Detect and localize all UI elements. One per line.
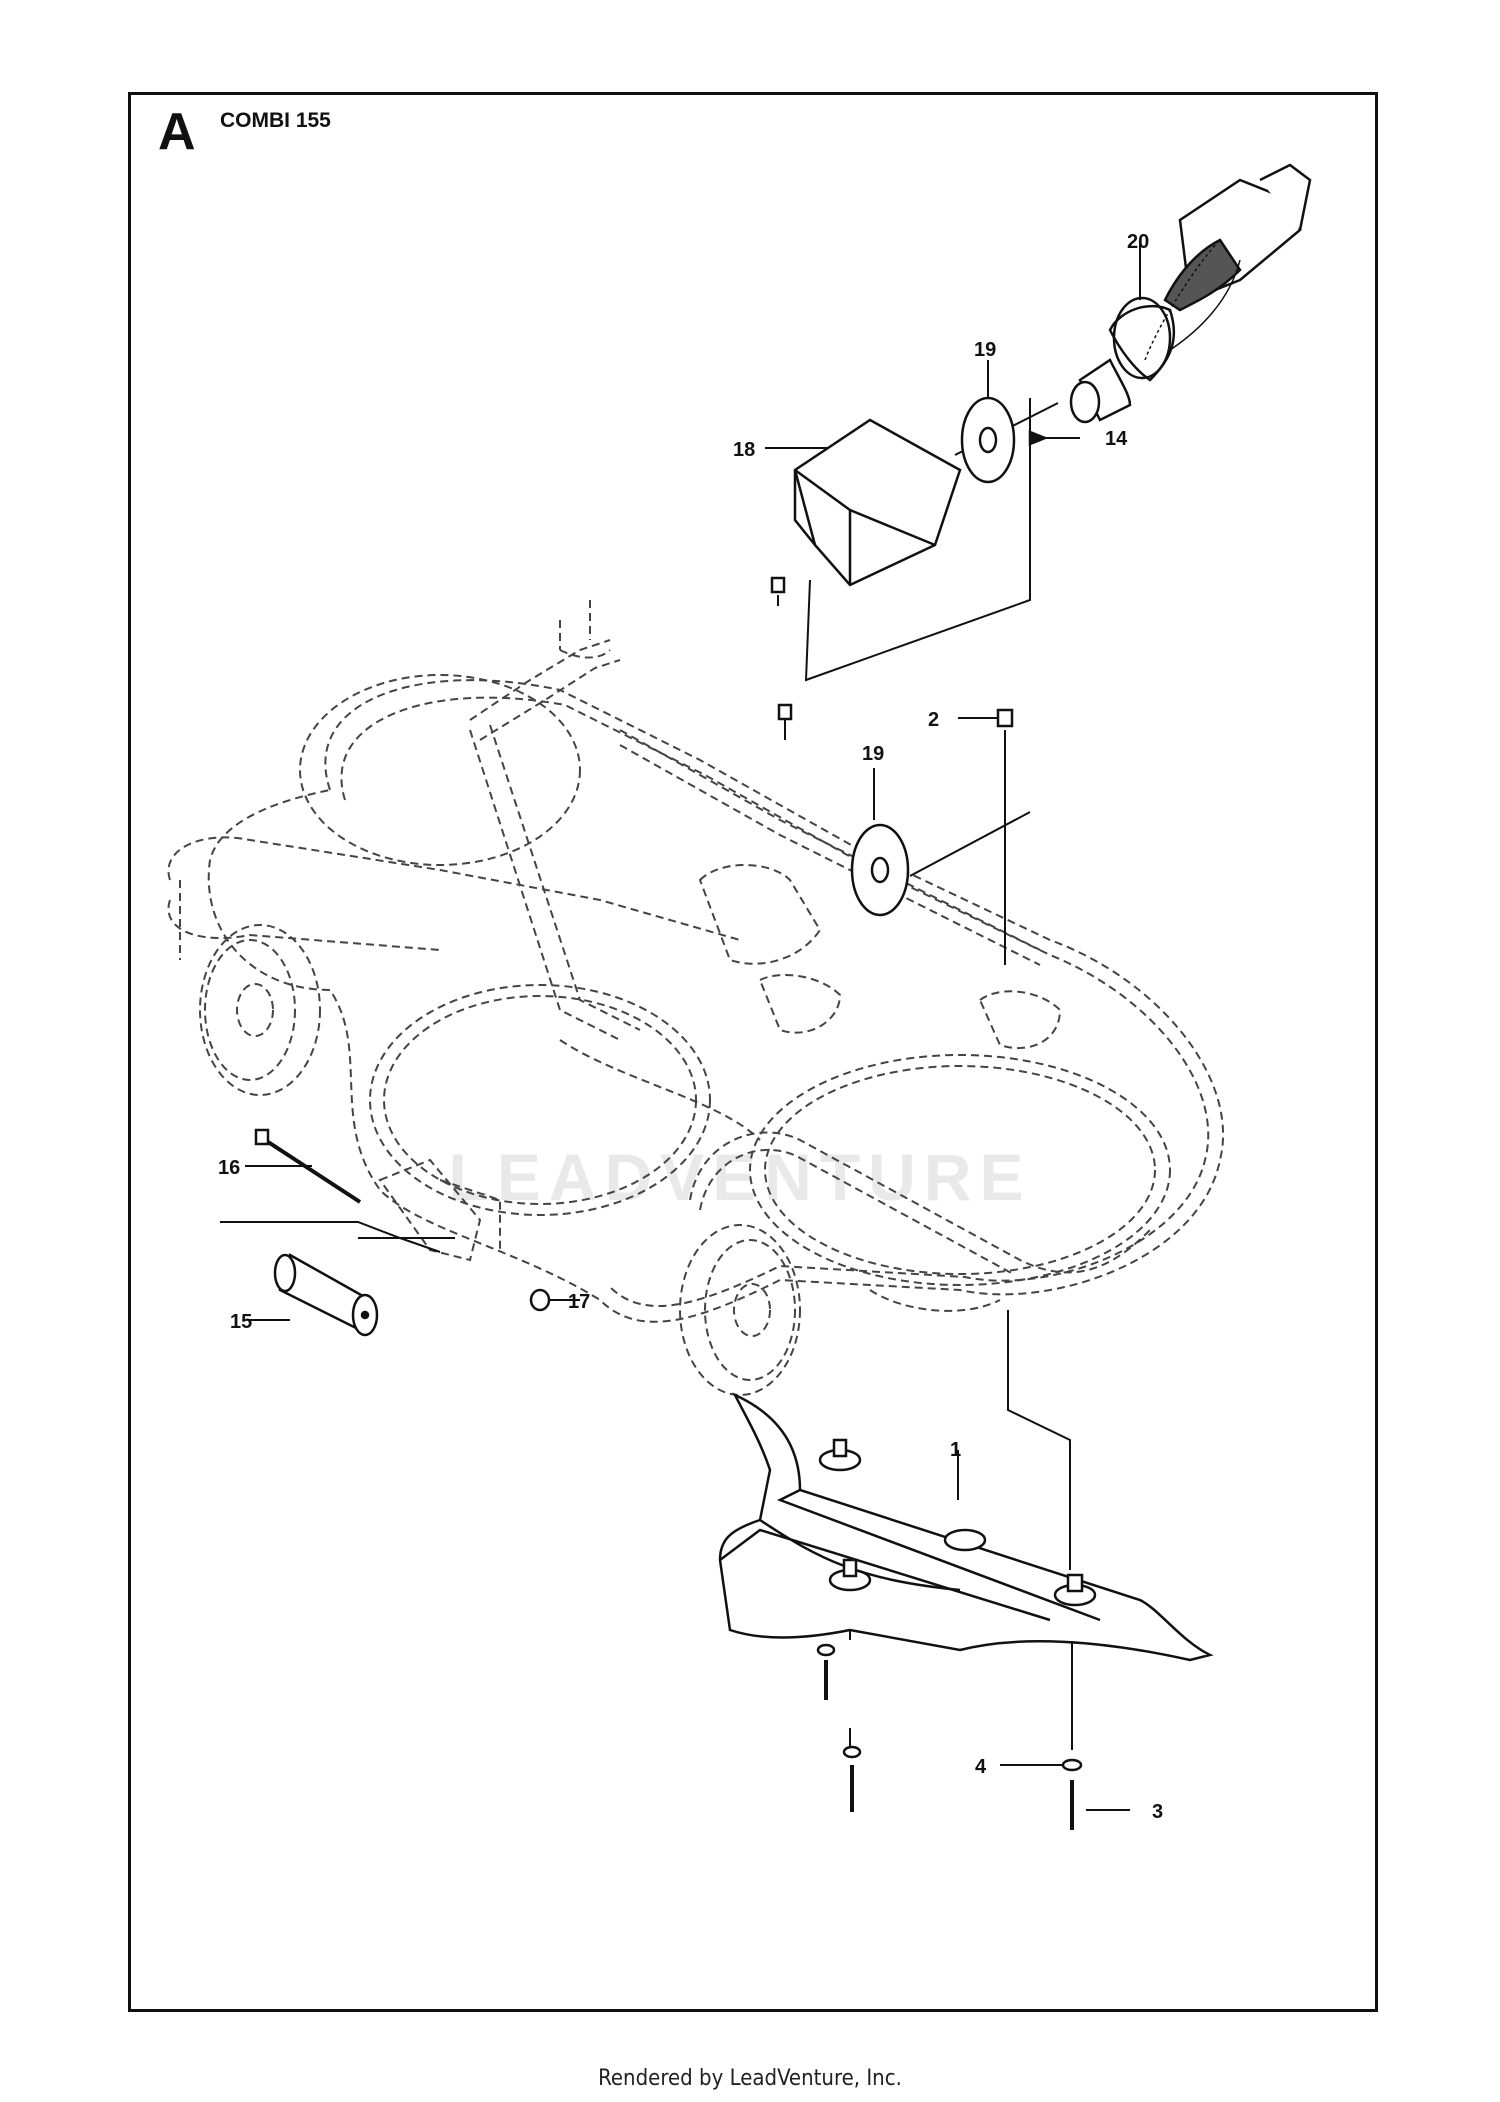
- pto-driveshaft: [1069, 163, 1312, 424]
- callout-3: 3: [1152, 1801, 1163, 1823]
- flange-disc-top: [960, 396, 1016, 484]
- section-letter: A: [158, 103, 196, 161]
- model-title: COMBI 155: [220, 109, 331, 132]
- flange-disc-lower: [850, 823, 910, 917]
- footer-credit: Rendered by LeadVenture, Inc.: [598, 2066, 902, 2091]
- callout-1: 1: [950, 1439, 961, 1461]
- callout-17: 17: [568, 1291, 590, 1313]
- callout-labels: 20 19 14 18 2 19 16 15 17 1 4 3: [218, 231, 1163, 1823]
- callout-2: 2: [928, 709, 939, 731]
- bolt-14: [1028, 430, 1049, 446]
- shaft-cover: [793, 418, 962, 587]
- watermark: LEADVENTURE: [448, 1140, 1031, 1214]
- callout-4: 4: [975, 1756, 987, 1778]
- callout-19-top: 19: [974, 339, 996, 361]
- callout-18: 18: [733, 439, 755, 461]
- fastener-small: [770, 576, 793, 721]
- callout-15: 15: [230, 1311, 252, 1333]
- long-bolt: [254, 1128, 362, 1204]
- callout-14: 14: [1105, 428, 1128, 450]
- roller-15: [273, 1253, 379, 1337]
- callout-16: 16: [218, 1157, 240, 1179]
- callout-20: 20: [1127, 231, 1149, 253]
- parts-solid: [254, 163, 1312, 1830]
- diagram-frame: [128, 92, 1378, 2012]
- skid-plate: [718, 1392, 1214, 1662]
- washers-and-bolts: [816, 1643, 1083, 1830]
- nut-17: [529, 1288, 551, 1312]
- callout-19-lower: 19: [862, 743, 884, 765]
- nut-2: [996, 708, 1014, 728]
